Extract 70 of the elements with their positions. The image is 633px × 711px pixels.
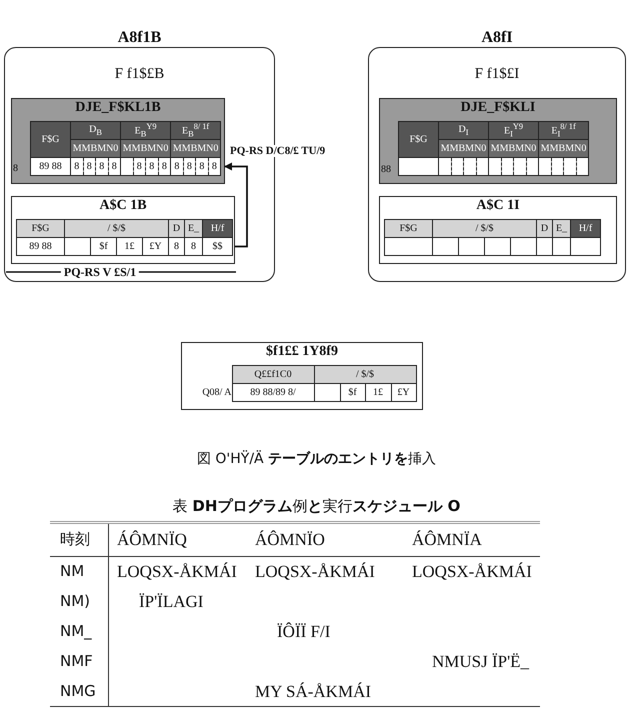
processor-label: F f1$£I bbox=[474, 66, 520, 83]
header-cell: / $/$ bbox=[64, 220, 168, 238]
table-box bbox=[181, 342, 423, 410]
table-heading: DJE_F$KL1B bbox=[75, 100, 161, 116]
table-cell: £Y bbox=[142, 238, 168, 256]
table-cell: LOQSX-ÅKMÁI bbox=[412, 562, 532, 582]
table-cell: ÁÔMNÏA bbox=[412, 530, 482, 550]
table-cell: MMBMN0 bbox=[488, 140, 539, 158]
table-cell: £Y bbox=[391, 384, 416, 402]
table-cell: MMBMN0 bbox=[538, 140, 589, 158]
header-cell: H/f bbox=[202, 220, 232, 238]
table-cell: 1£ bbox=[365, 384, 391, 402]
processor-title: A8fI bbox=[480, 29, 514, 47]
table-cell: ÁÔMNÏO bbox=[255, 530, 325, 550]
table-cell: ÁÔMNÏQ bbox=[117, 530, 187, 550]
table-heading: A$C 1B bbox=[99, 198, 147, 214]
edge-label: PQ-RS D/C8/£ TU/9 bbox=[228, 144, 328, 156]
row-label: 8 bbox=[13, 163, 18, 174]
table-cell: NMG bbox=[60, 682, 96, 700]
header-cell: / $/$ bbox=[432, 220, 536, 238]
table-cell: NMF bbox=[60, 652, 93, 670]
table-cell: 1£ bbox=[116, 238, 142, 256]
table-cell: LOQSX-ÅKMÁI bbox=[117, 562, 237, 582]
header-cell: F$G bbox=[384, 220, 432, 238]
table-panel bbox=[11, 98, 225, 184]
table-box bbox=[11, 196, 235, 264]
table-heading: $f1££ 1Y8f9 bbox=[266, 344, 338, 360]
processor-title: A8f1B bbox=[116, 29, 162, 47]
header-cell: D bbox=[536, 220, 552, 238]
figure-caption: 図 O'HŸ/Ä テーブルのエントリを挿入 bbox=[196, 450, 436, 468]
table-cell: MMBMN0 bbox=[170, 140, 221, 158]
table-cell: MY SÁ-ÅKMÁI bbox=[255, 682, 372, 702]
table-cell: Q08/ A bbox=[186, 384, 232, 402]
table-heading: A$C 1I bbox=[476, 198, 520, 214]
table-cell: MMBMN0 bbox=[70, 140, 121, 158]
header-cell: D$_{B}$ bbox=[70, 122, 121, 140]
table-box bbox=[379, 196, 617, 264]
table-panel bbox=[379, 98, 617, 184]
processor-label: F f1$£B bbox=[114, 66, 164, 83]
table-heading: DJE_F$KLI bbox=[460, 100, 536, 116]
header-cell: D$_{I}$ bbox=[438, 122, 489, 140]
table-cell: NM) bbox=[60, 592, 90, 610]
header-cell: H/f bbox=[570, 220, 600, 238]
header-cell: Q££f1C0 bbox=[232, 366, 314, 384]
table-caption: 表 DHプログラム例と実行スケジュール O bbox=[172, 497, 460, 516]
table-cell: 時刻 bbox=[60, 530, 90, 549]
table-cell: MMBMN0 bbox=[120, 140, 171, 158]
table-cell: ÏP'ÏLAGI bbox=[139, 592, 204, 612]
table-cell: 89 88/89 8/ bbox=[232, 384, 314, 402]
header-cell: F$G bbox=[398, 122, 438, 158]
table-cell: $f bbox=[90, 238, 116, 256]
header-cell: E_ bbox=[552, 220, 570, 238]
table-cell: LOQSX-ÅKMÁI bbox=[255, 562, 375, 582]
table-cell: 89 88 bbox=[30, 158, 70, 176]
header-cell: F$G bbox=[30, 122, 70, 158]
table-cell: $f bbox=[340, 384, 365, 402]
table-cell: NM bbox=[60, 562, 84, 580]
header-cell: D bbox=[168, 220, 184, 238]
table-cell: NM_ bbox=[60, 622, 92, 640]
header-cell: / $/$ bbox=[314, 366, 416, 384]
arrow bbox=[224, 162, 248, 248]
table-cell: 89 88 bbox=[16, 238, 64, 256]
table-cell: MMBMN0 bbox=[438, 140, 489, 158]
table-cell: NMUSJ ÏP'Ë_ bbox=[432, 652, 530, 672]
bus-label: PQ-RS V £S/1 bbox=[60, 265, 140, 280]
row-label: 88 bbox=[381, 164, 391, 175]
table-cell: ÏÔÏÏ F/I bbox=[277, 622, 330, 642]
header-cell: F$G bbox=[16, 220, 64, 238]
table-cell: $$ bbox=[202, 238, 232, 256]
header-cell: E_ bbox=[184, 220, 202, 238]
